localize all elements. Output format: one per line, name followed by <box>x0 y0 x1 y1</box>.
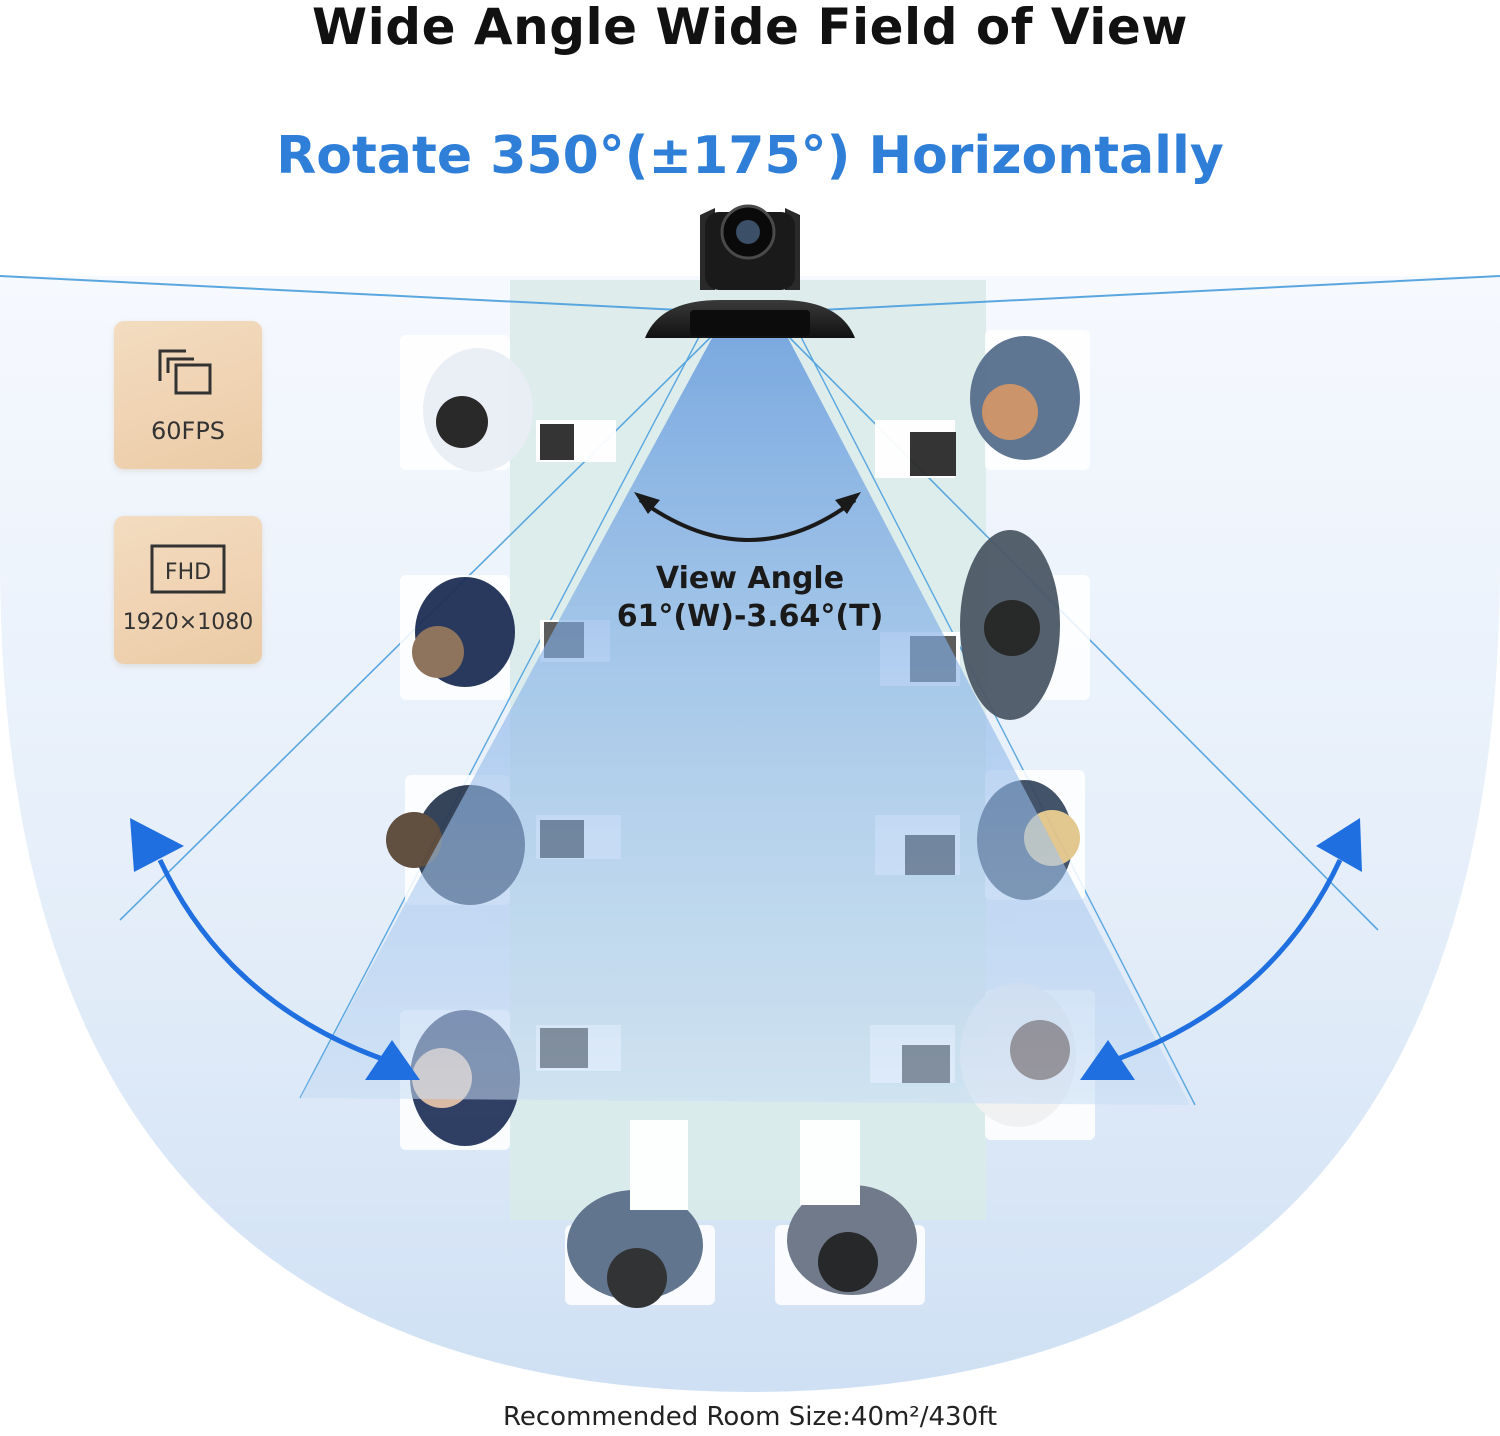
page-title: Wide Angle Wide Field of View <box>312 0 1188 56</box>
attendee <box>400 335 616 472</box>
attendee <box>565 1120 715 1308</box>
frames-icon <box>158 349 212 395</box>
room-size-note: Recommended Room Size:40m²/430ft <box>502 1402 998 1432</box>
view-angle-title: View Angle <box>655 561 845 596</box>
feature-card-fhd: FHD 1920×1080 <box>114 516 262 664</box>
arrowhead <box>835 492 861 514</box>
attendee <box>775 1120 925 1305</box>
feature-card-fps: 60FPS <box>114 321 262 469</box>
feature-label: 1920×1080 <box>122 610 254 635</box>
arrowhead <box>130 818 184 872</box>
arrowhead <box>634 492 660 514</box>
fan-line <box>799 334 1196 1106</box>
attendee <box>875 330 1090 478</box>
view-angle-label: View Angle 61°(W)-3.64°(T) <box>590 560 910 636</box>
attendees <box>386 330 1095 1308</box>
arrowhead <box>1316 818 1362 872</box>
view-angle-value: 61°(W)-3.64°(T) <box>616 599 884 634</box>
view-angle-arrow <box>638 498 857 542</box>
arrowhead <box>1080 1040 1135 1080</box>
fan-line <box>299 334 701 1099</box>
view-angle-cone <box>300 338 1190 1105</box>
page-subtitle: Rotate 350°(±175°) Horizontally <box>276 126 1224 186</box>
arrowhead <box>365 1040 420 1080</box>
ptz-camera <box>645 204 855 338</box>
rotation-arrow-left <box>157 858 401 1068</box>
rotation-arrow-right <box>1099 858 1343 1068</box>
fhd-icon-text: FHD <box>165 560 211 585</box>
feature-label: 60FPS <box>150 417 226 445</box>
fhd-icon: FHD <box>150 544 226 594</box>
fan-line <box>0 275 721 313</box>
fan-line <box>779 275 1500 313</box>
